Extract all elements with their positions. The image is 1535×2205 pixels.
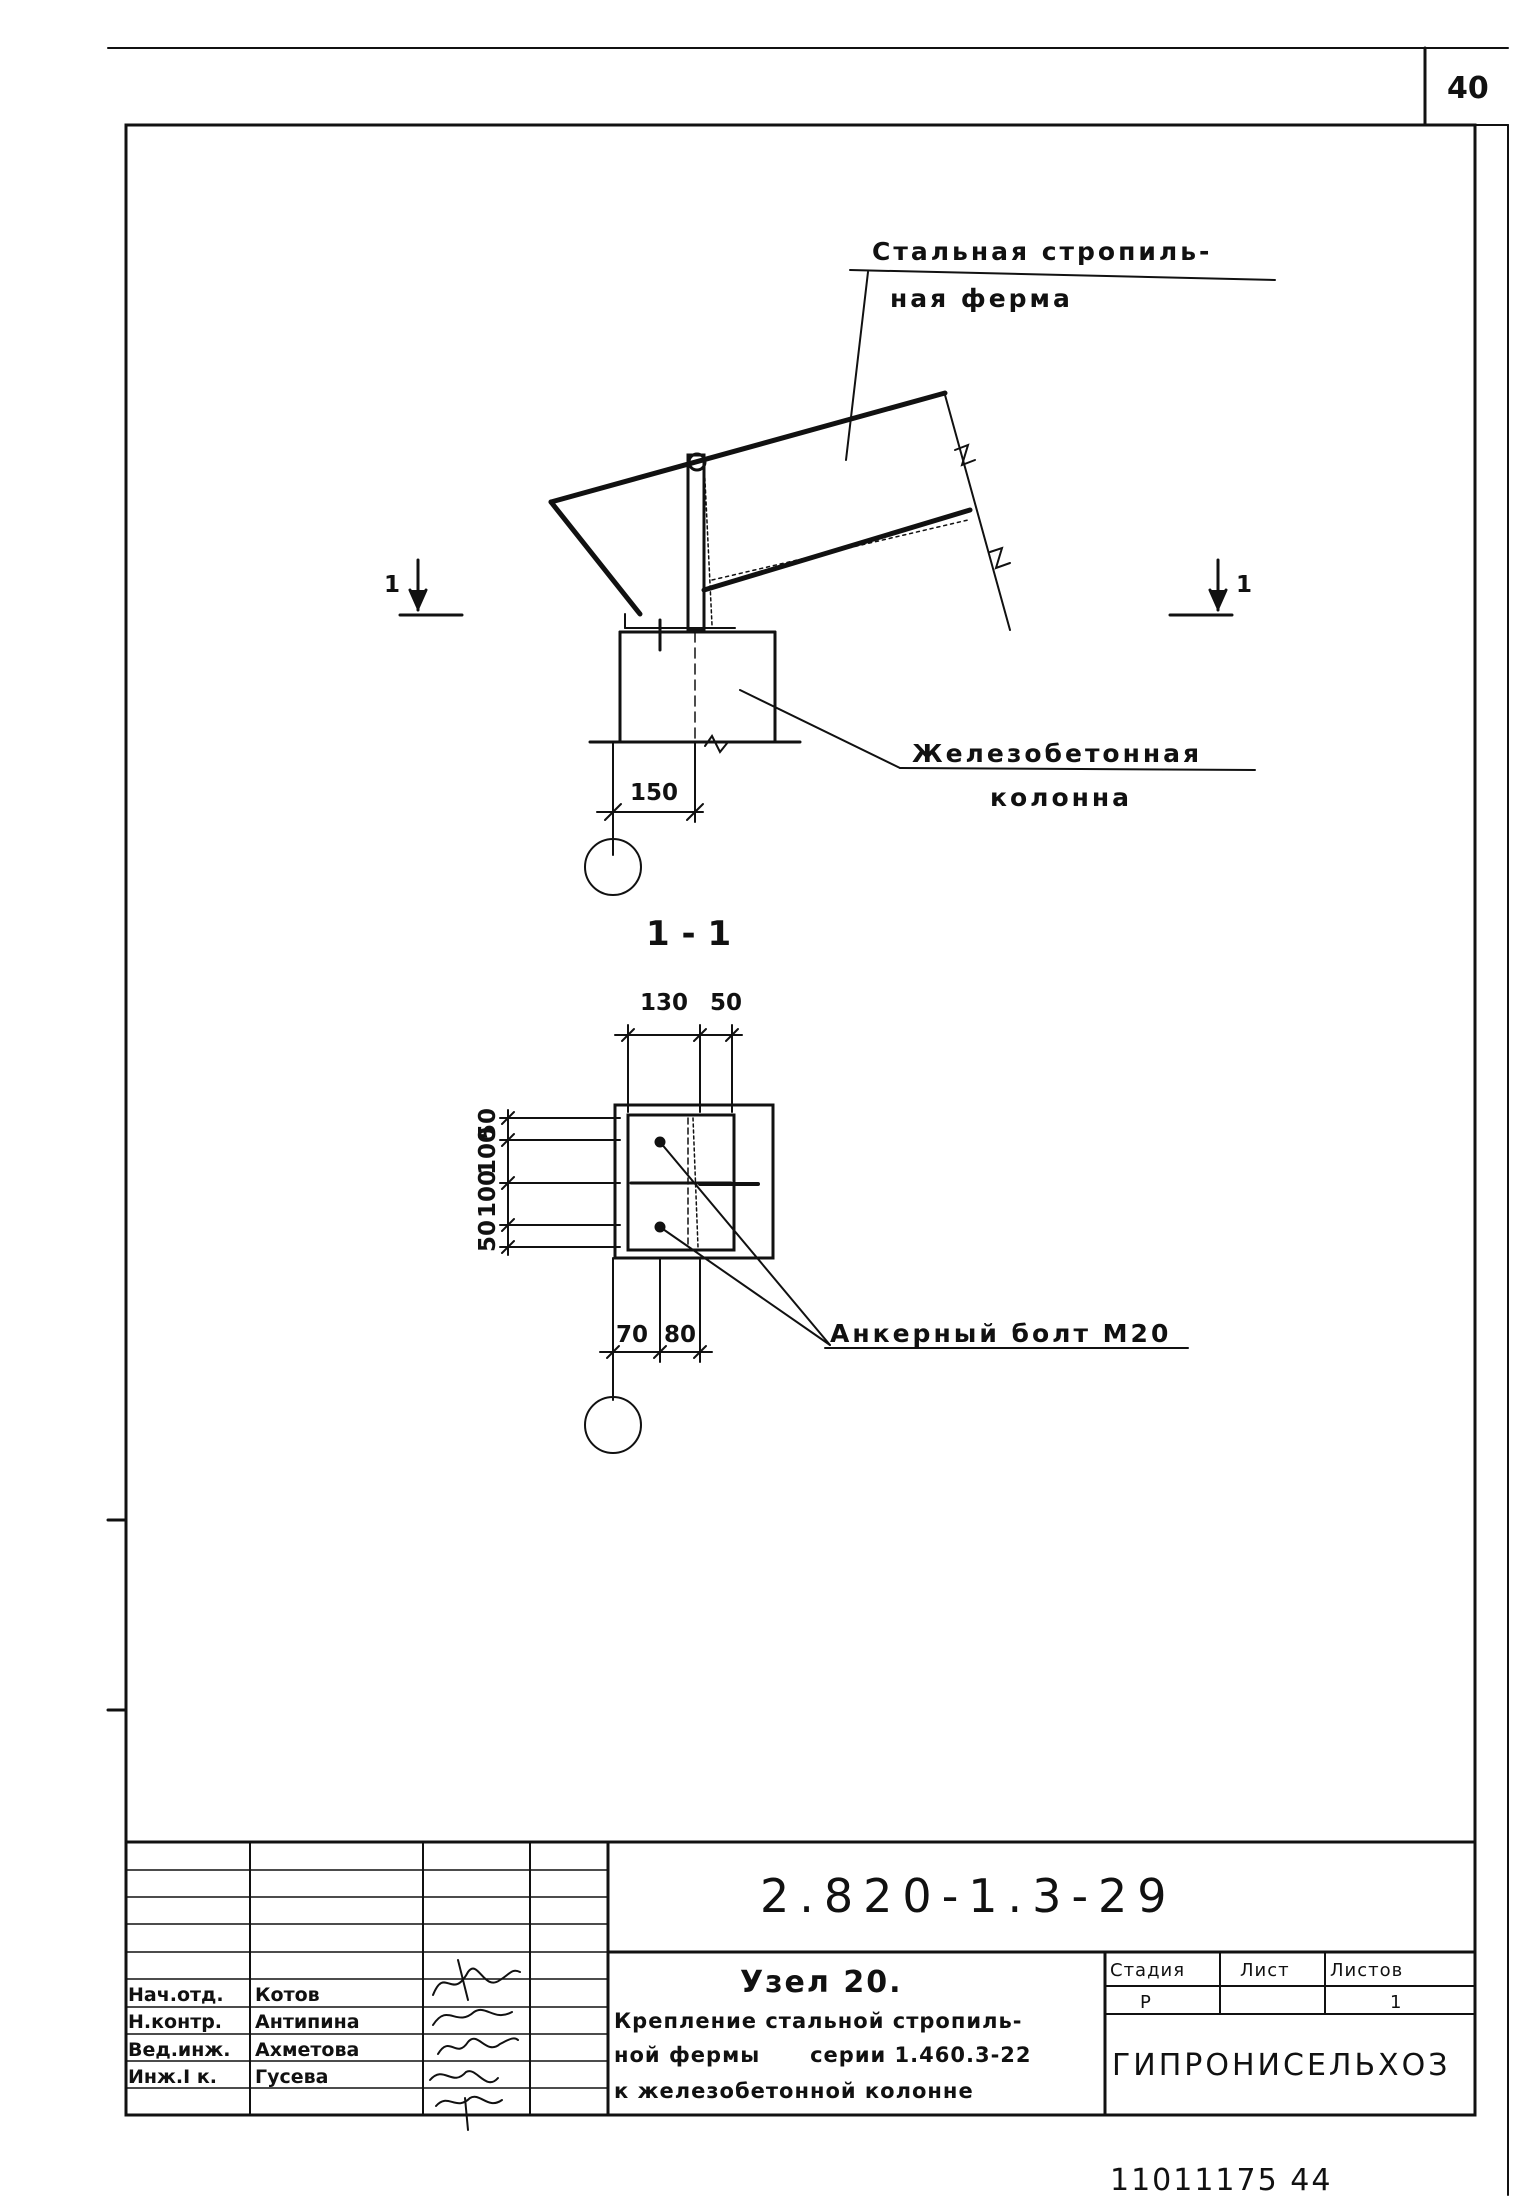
column-label-line1: Железобетонная (912, 739, 1202, 768)
truss-label-line2: ная ферма (890, 284, 1073, 313)
organization: ГИПРОНИСЕЛЬХОЗ (1112, 2048, 1450, 2083)
anchor-bolt-label: Анкерный болт М20 (830, 1319, 1171, 1348)
plan-top-dims (614, 1024, 743, 1113)
sheet-header: Лист (1240, 1960, 1290, 1981)
dim-150: 150 (630, 780, 678, 806)
axis-dimension (584, 741, 704, 896)
description-line1: Крепление стальной стропиль- (614, 2009, 1022, 2033)
staff-role-4: Инж.I к. (128, 2066, 217, 2088)
plan-left-dims (499, 1109, 621, 1256)
truss-label-line1: Стальная стропиль- (872, 237, 1212, 266)
column-elevation (588, 613, 802, 754)
staff-name-1: Котов (255, 1984, 320, 2006)
staff-name-2: Антипина (255, 2011, 360, 2033)
dim-left-50-bottom: 50 (475, 1220, 501, 1252)
dim-130: 130 (640, 990, 688, 1016)
dim-80: 80 (664, 1322, 696, 1348)
drawing-title: Узел 20. (740, 1965, 902, 2000)
sheets-value: 1 (1390, 1992, 1401, 2013)
elevation-view (398, 269, 1276, 896)
staff-name-4: Гусева (255, 2066, 329, 2088)
dim-left-100-b: 100 (475, 1170, 501, 1218)
section-title: 1 - 1 (646, 914, 731, 954)
sheet-frame (106, 46, 1509, 2196)
footer-stamp: 11011175 44 (1110, 2163, 1332, 2198)
stage-value: Р (1140, 1992, 1151, 2013)
dim-left-50-top: 50 (475, 1108, 501, 1140)
staff-role-3: Вед.инж. (128, 2039, 231, 2061)
section-mark-left: 1 (384, 572, 400, 598)
column-label-line2: колонна (990, 783, 1132, 812)
dim-50-top: 50 (710, 990, 742, 1016)
plan-bottom-dims (584, 1257, 713, 1454)
dim-70: 70 (616, 1322, 648, 1348)
section-cut-marks (398, 558, 1234, 617)
signatures (429, 1959, 521, 2131)
steel-truss (548, 390, 1011, 652)
description-line3: к железобетонной колонне (614, 2079, 974, 2103)
title-block (124, 1840, 1477, 2131)
dim-left-100-a: 100 (475, 1127, 501, 1175)
staff-name-3: Ахметова (255, 2039, 359, 2061)
section-mark-right: 1 (1236, 572, 1252, 598)
sheets-header: Листов (1330, 1960, 1403, 1981)
stage-header: Стадия (1110, 1960, 1185, 1981)
drawing-code: 2.820-1.3-29 (760, 1869, 1177, 1923)
plan-section (499, 1024, 1189, 1454)
staff-role-2: Н.контр. (128, 2011, 222, 2033)
staff-role-1: Нач.отд. (128, 1984, 224, 2006)
sheet-number: 40 (1447, 71, 1489, 106)
description-line2: ной фермы серии 1.460.3-22 (614, 2043, 1032, 2067)
